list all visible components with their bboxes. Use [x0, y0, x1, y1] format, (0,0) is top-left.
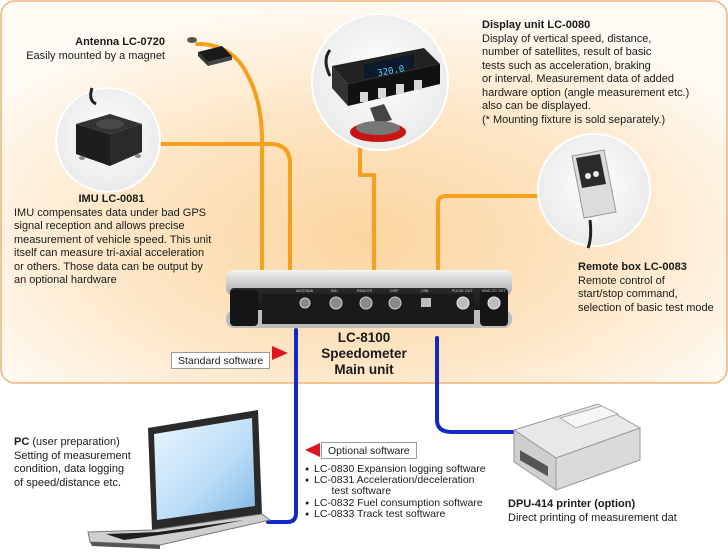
software-item: LC-0833 Track test software — [305, 508, 486, 520]
printer-illustration — [512, 403, 642, 491]
remote-box-label: Remote box LC-0083 Remote control of sta… — [578, 261, 726, 315]
pc-title-suffix: (user preparation) — [29, 436, 120, 448]
imu-desc: IMU compensates data under bad GPS signa… — [14, 206, 212, 287]
antenna-label: Antenna LC-0720 Easily mounted by a magn… — [20, 36, 165, 63]
main-unit-port-labels: ANTENNA IMU REMOTE DISP USB PULSE OUT AN… — [296, 289, 506, 293]
main-unit-title-line: Main unit — [334, 362, 394, 377]
imu-title: IMU LC-0081 — [78, 193, 145, 205]
antenna-illustration — [187, 37, 232, 66]
main-unit-title: LC-8100 Speedometer Main unit — [300, 330, 428, 378]
remote-box-desc: Remote control of start/stop command, se… — [578, 274, 714, 314]
printer-label: DPU-414 printer (option) Direct printing… — [508, 498, 718, 525]
system-panel — [0, 0, 728, 384]
imu-label: IMU LC-0081 IMU compensates data under b… — [14, 193, 254, 288]
imu-cable — [148, 142, 292, 290]
printer-desc: Direct printing of measurement dat — [508, 511, 677, 524]
antenna-title: Antenna LC-0720 — [75, 36, 165, 48]
pc-label: PC (user preparation) Setting of measure… — [14, 436, 164, 490]
main-unit-illustration — [226, 270, 512, 328]
display-screen-value: 320.0 — [377, 64, 405, 79]
pc-desc: Setting of measurement condition, data l… — [14, 449, 131, 489]
port-label: USB — [421, 289, 429, 293]
software-item: LC-0831 Acceleration/deceleration test s… — [305, 474, 486, 498]
pc-title: PC — [14, 436, 30, 448]
orange-cables — [148, 42, 547, 290]
standard-software-arrow — [272, 346, 288, 360]
antenna-cable — [195, 42, 264, 290]
optional-software-list: LC-0830 Expansion logging software LC-08… — [305, 463, 486, 520]
remote-box-illustration — [537, 133, 651, 249]
optional-software-tag: Optional software — [321, 442, 417, 459]
display-unit-title: Display unit LC-0080 — [482, 19, 591, 31]
port-label: REMOTE — [357, 289, 373, 293]
port-label: DISP — [390, 289, 399, 293]
port-label: ANTENNA — [296, 289, 314, 293]
standard-software-tag: Standard software — [171, 352, 271, 369]
software-item: LC-0830 Expansion logging software — [305, 463, 486, 475]
pc-illustration — [87, 410, 272, 549]
blue-cables — [266, 328, 516, 524]
main-unit-title-line: LC-8100 — [337, 330, 391, 345]
port-label: IMU — [331, 289, 338, 293]
printer-title: DPU-414 printer (option) — [508, 498, 636, 510]
usb-pc-cable — [266, 328, 298, 524]
software-item-text: LC-0831 Acceleration/deceleration test s… — [314, 474, 475, 498]
pc-title-line: PC (user preparation) — [14, 436, 164, 450]
imu-illustration — [55, 87, 161, 193]
main-unit-title-line: Speedometer — [321, 346, 407, 361]
port-label: ANALOG OUT — [482, 289, 506, 293]
printer-cable — [435, 336, 516, 434]
display-unit-label: Display unit LC-0080 Display of vertical… — [482, 19, 722, 127]
display-unit-illustration — [311, 13, 449, 151]
remote-cable — [436, 194, 547, 290]
antenna-desc: Easily mounted by a magnet — [26, 49, 165, 62]
software-item: LC-0832 Fuel consumption software — [305, 497, 486, 509]
display-cable — [358, 146, 376, 290]
remote-box-title: Remote box LC-0083 — [578, 261, 687, 273]
display-unit-desc: Display of vertical speed, distance, num… — [482, 32, 690, 126]
port-label: PULSE OUT — [452, 289, 473, 293]
optional-software-arrow — [305, 443, 320, 457]
